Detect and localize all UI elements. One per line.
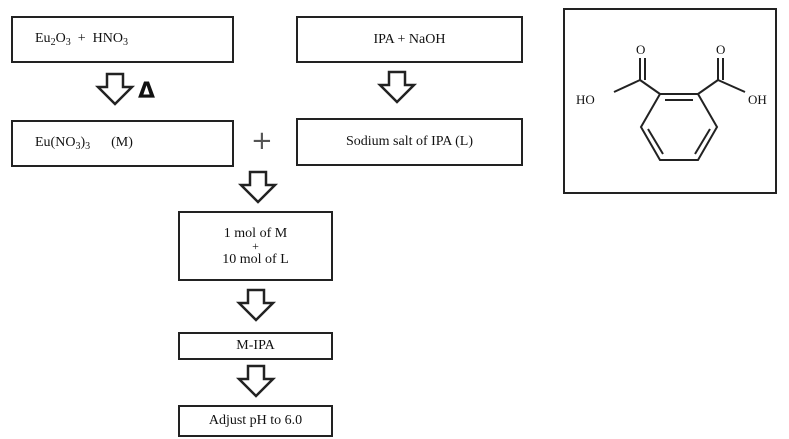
plus-sign: +	[251, 126, 273, 156]
benzene-ring	[639, 93, 719, 161]
arrow-down-icon	[96, 72, 134, 106]
structure-frame	[563, 8, 777, 194]
ph-label: Adjust pH to 6.0	[208, 413, 303, 428]
reactants-formula: Eu2O3 + HNO3	[35, 31, 128, 48]
isophthalic-acid-structure	[613, 58, 746, 161]
heat-symbol: Δ	[138, 79, 156, 104]
arrow-down-icon	[237, 364, 275, 398]
arrow-down-icon	[237, 288, 275, 322]
mix-line2: 10 mol of L	[222, 251, 289, 267]
mix-line1: 1 mol of M	[223, 225, 288, 241]
nitrate-box: Eu(NO3)3 (M)	[11, 120, 234, 167]
o-left-label: O	[636, 42, 645, 57]
ph-box: Adjust pH to 6.0	[178, 405, 333, 437]
arrow-down-icon	[239, 170, 277, 204]
nitrate-formula: Eu(NO3)3 (M)	[35, 135, 133, 152]
ho-left-label: HO	[576, 92, 595, 107]
reactants-box: Eu2O3 + HNO3	[11, 16, 234, 63]
mix-box: 1 mol of M + 10 mol of L	[178, 211, 333, 281]
mix-plus: +	[252, 238, 259, 253]
mipa-box: M-IPA	[178, 332, 333, 360]
ipa-naoh-label: IPA + NaOH	[373, 31, 446, 47]
sodium-salt-label: Sodium salt of IPA (L)	[345, 134, 474, 149]
mipa-label: M-IPA	[236, 338, 275, 353]
sodium-salt-box: Sodium salt of IPA (L)	[296, 118, 523, 166]
ipa-naoh-box: IPA + NaOH	[296, 16, 523, 63]
arrow-down-icon	[378, 70, 416, 104]
o-right-label: O	[716, 42, 725, 57]
oh-right-label: OH	[748, 92, 767, 107]
